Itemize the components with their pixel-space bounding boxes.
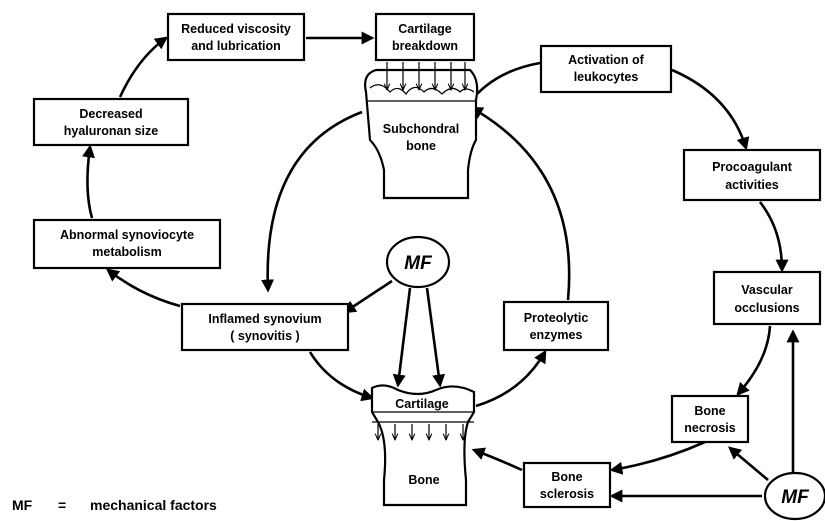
node-proteolytic-enzymes: Proteolytic enzymes [502,300,610,352]
svg-text:Bone: Bone [694,404,725,418]
legend-equals: = [58,497,66,513]
svg-text:Vascular: Vascular [741,283,793,297]
svg-text:Cartilage: Cartilage [398,22,452,36]
node-procoagulant: Procoagulant activities [682,148,822,202]
node-subchondral-bone: Subchondral bone [383,122,459,153]
svg-text:hyaluronan size: hyaluronan size [64,124,159,138]
svg-text:Decreased: Decreased [79,107,142,121]
svg-text:Activation of: Activation of [568,53,645,67]
mf-center-circle: MF [385,235,451,289]
arrow-vascular-to-necrosis [736,325,772,396]
svg-text:Subchondral: Subchondral [383,122,459,136]
legend-meaning: mechanical factors [90,497,217,513]
arrow-necrosis-to-sclerosis [609,440,706,475]
svg-text:( synovitis ): ( synovitis ) [230,329,299,343]
top-bone-illustration [364,62,479,200]
svg-text:Abnormal synoviocyte: Abnormal synoviocyte [60,228,194,242]
node-bone: Bone [408,473,439,487]
svg-text:breakdown: breakdown [392,39,458,53]
svg-text:bone: bone [406,139,436,153]
bottom-bone-illustration [370,384,476,507]
arrow-sclerosis-to-bone [471,447,523,472]
svg-text:Inflamed synovium: Inflamed synovium [208,312,321,326]
svg-text:Cartilage: Cartilage [395,397,449,411]
arc-subchondral-to-inflamed [261,110,363,293]
cartilage-arrows [378,424,463,440]
svg-text:Bone: Bone [408,473,439,487]
mf-corner-circle: MF [763,471,825,521]
svg-text:necrosis: necrosis [684,421,735,435]
node-cartilage-breakdown: Cartilage breakdown [374,12,476,62]
arc-cartilage-breakdown-to-activation [475,61,541,96]
arrow-decreased-to-reduced [118,36,169,98]
svg-text:MF: MF [781,487,810,508]
legend: MF = mechanical factors [12,497,217,513]
arc-cartilage-to-proteolytic [475,349,547,408]
node-activation-leukocytes: Activation of leukocytes [539,44,673,94]
svg-text:leukocytes: leukocytes [574,70,639,84]
node-inflamed-synovium: Inflamed synovium ( synovitis ) [180,302,350,352]
node-bone-necrosis: Bone necrosis [670,394,750,444]
arrow-mf-to-cartilage-left [392,287,412,388]
arc-inflamed-to-cartilage [308,351,375,402]
svg-text:occlusions: occlusions [734,301,799,315]
node-bone-sclerosis: Bone sclerosis [522,461,612,509]
arc-proteolytic-to-subchondral [469,106,571,301]
arrow-abnormal-to-decreased [82,144,96,219]
node-cartilage: Cartilage [395,397,449,411]
legend-abbr: MF [12,497,33,513]
svg-text:sclerosis: sclerosis [540,487,594,501]
svg-text:Reduced viscosity: Reduced viscosity [181,22,291,36]
arrow-inflamed-to-abnormal [105,268,181,308]
arrow-mf-to-necrosis [728,446,769,481]
svg-text:enzymes: enzymes [530,328,583,342]
svg-text:activities: activities [725,178,779,192]
node-reduced-viscosity: Reduced viscosity and lubrication [166,12,306,62]
node-vascular-occlusions: Vascular occlusions [712,270,822,326]
cartilage-breakdown-arrows [387,62,465,90]
svg-text:and lubrication: and lubrication [191,39,281,53]
node-abnormal-synoviocyte: Abnormal synoviocyte metabolism [32,218,222,270]
svg-text:MF: MF [404,253,433,274]
arrow-procoagulant-to-vascular [758,201,789,273]
arrow-activation-to-procoagulant [671,68,750,151]
arrow-mf-to-cartilage-right [425,287,446,388]
node-decreased-hyaluronan: Decreased hyaluronan size [32,97,190,147]
svg-text:Bone: Bone [551,470,582,484]
svg-text:Procoagulant: Procoagulant [712,160,793,174]
svg-text:metabolism: metabolism [92,245,161,259]
arrow-mf-to-inflamed [342,279,393,314]
svg-text:Proteolytic: Proteolytic [524,311,589,325]
